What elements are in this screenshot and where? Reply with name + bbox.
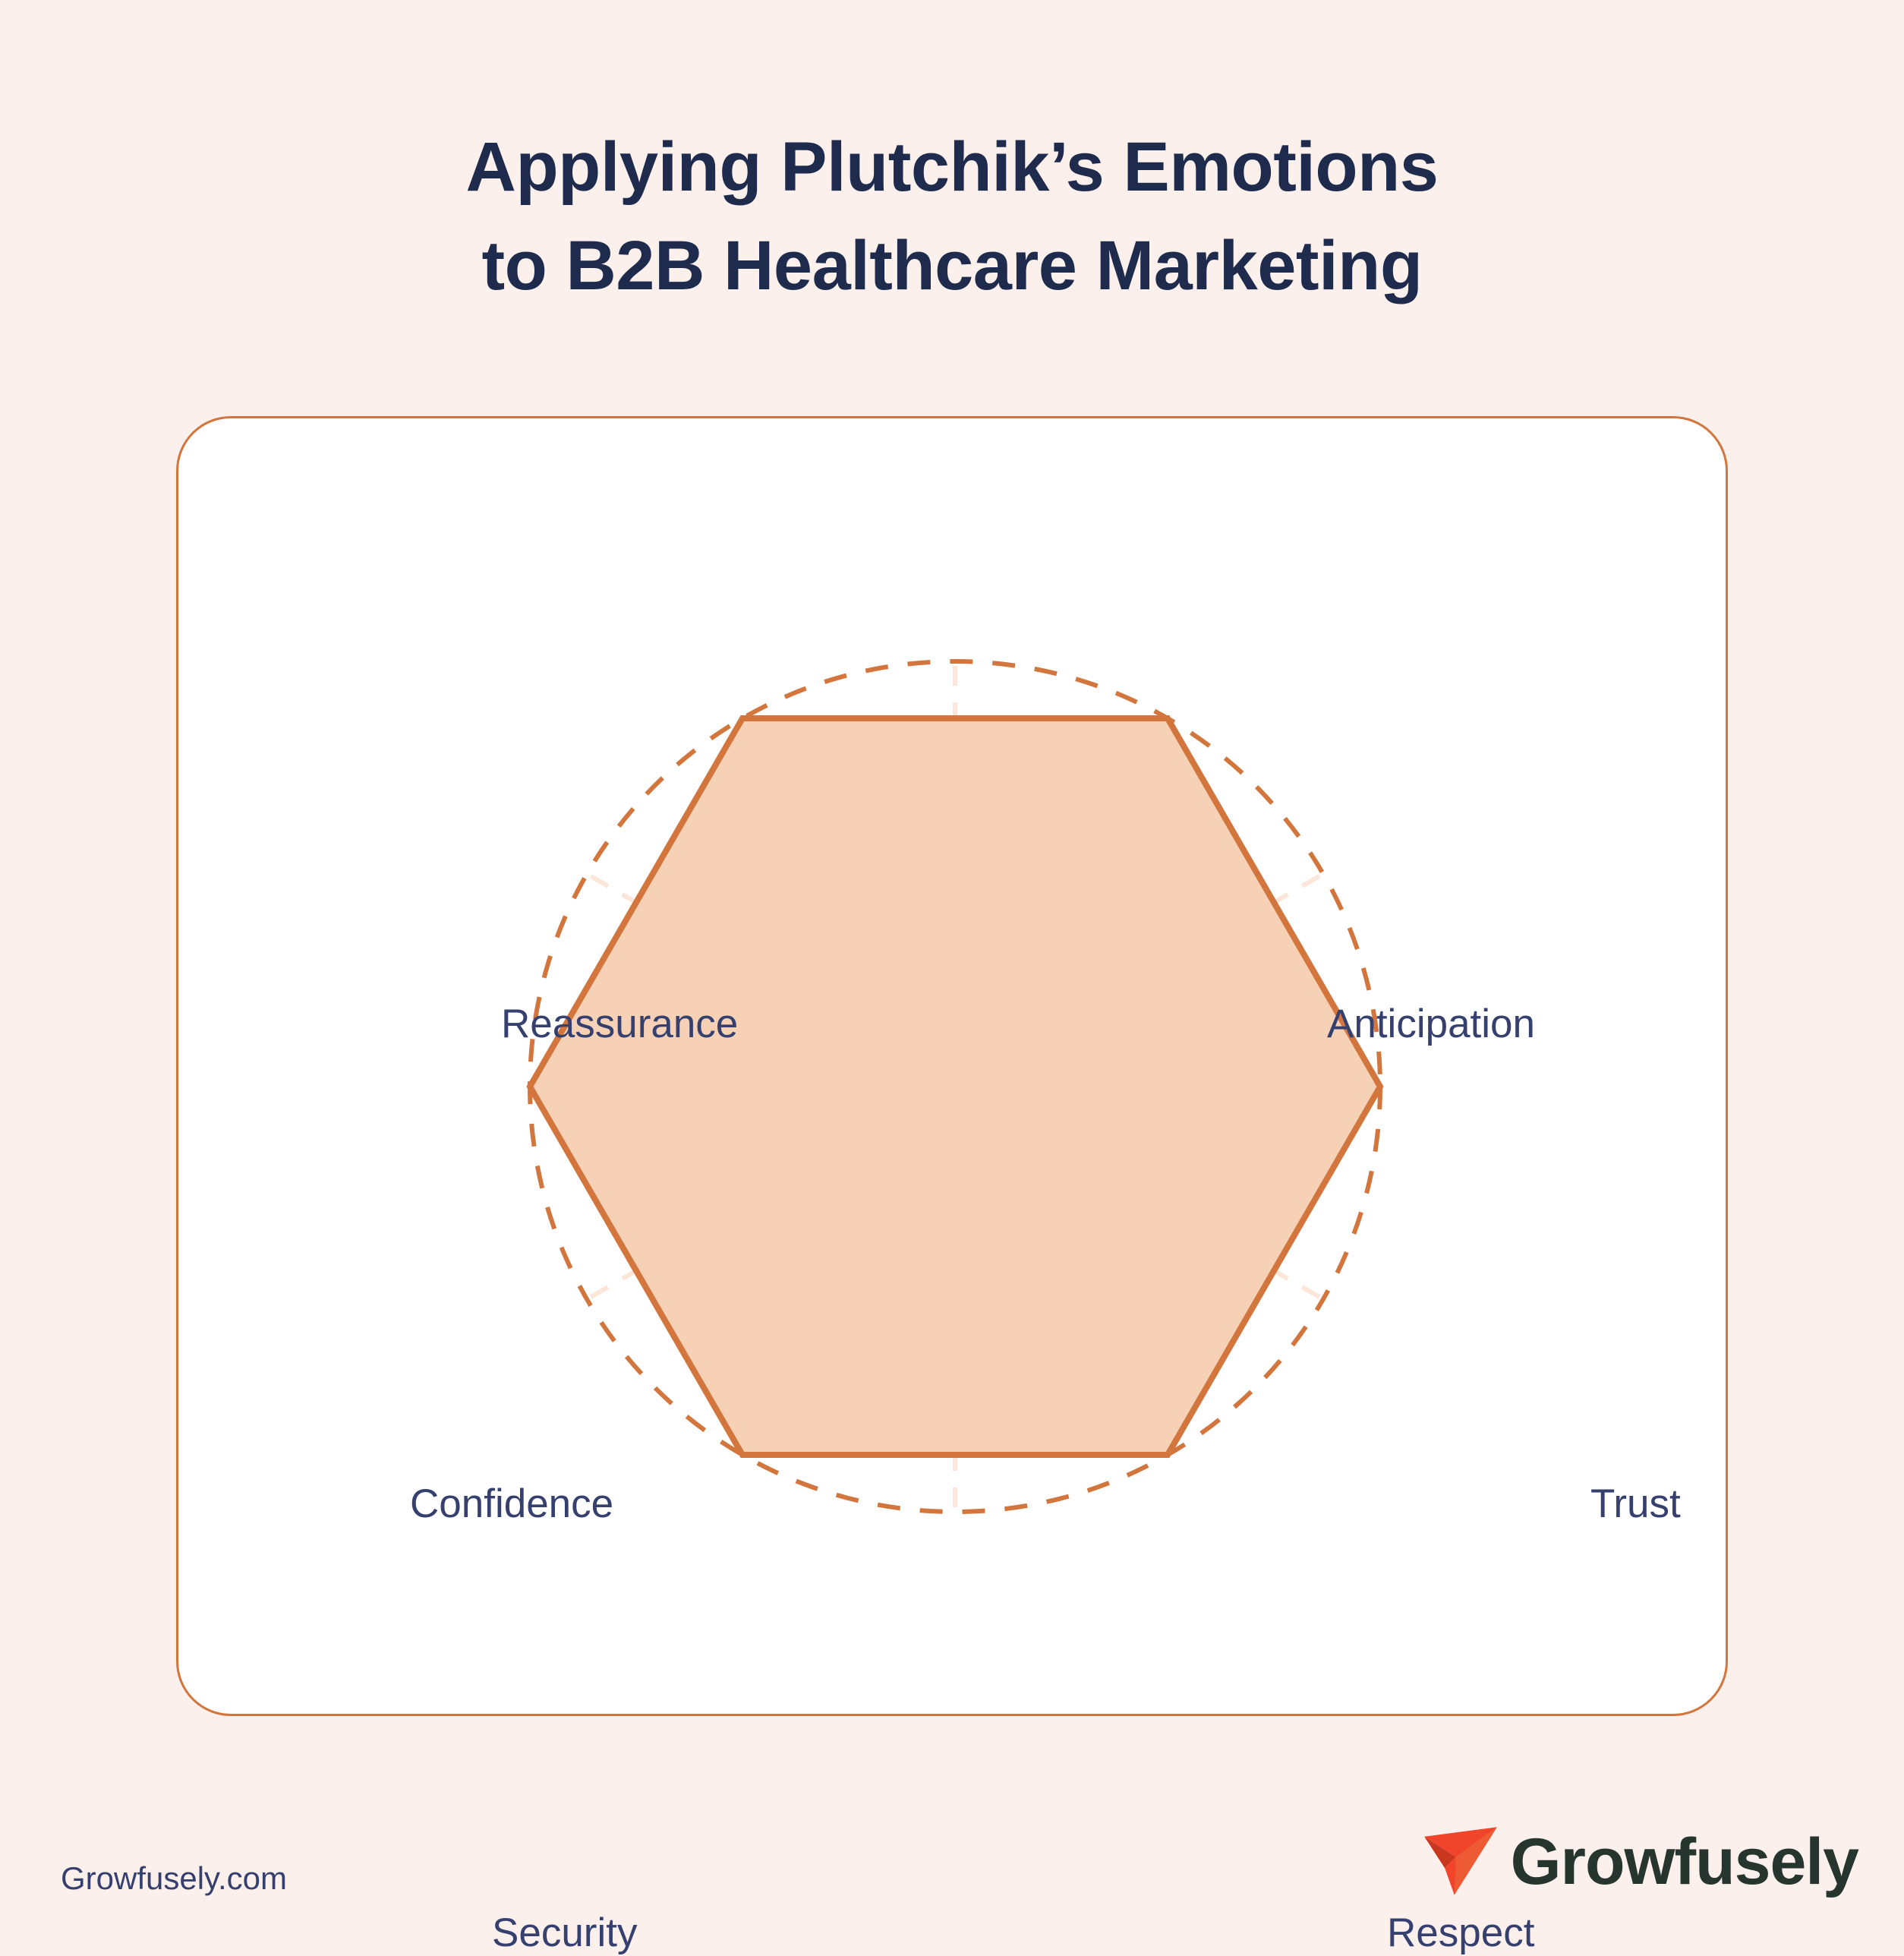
paper-plane-icon: [1423, 1827, 1497, 1895]
page-title: Applying Plutchik’s Emotions to B2B Heal…: [0, 118, 1904, 315]
radar-data-polygon: [526, 715, 1384, 1458]
radar-chart-svg: [526, 659, 1384, 1514]
title-line-1: Applying Plutchik’s Emotions: [465, 128, 1439, 206]
axis-label-trust: Trust: [1590, 1481, 1681, 1526]
axis-label-security: Security: [492, 1910, 638, 1955]
brand-wordmark: Growfusely: [1510, 1825, 1859, 1898]
footer-website-url: Growfusely.com: [61, 1860, 287, 1896]
title-line-2: to B2B Healthcare Marketing: [481, 227, 1423, 304]
axis-label-respect: Respect: [1387, 1910, 1535, 1955]
axis-label-anticipation: Anticipation: [1327, 1002, 1536, 1046]
brand-lockup: Growfusely: [1421, 1822, 1859, 1901]
axis-label-confidence: Confidence: [410, 1481, 614, 1526]
axis-label-reassurance: Reassurance: [501, 1002, 739, 1046]
chart-card: Reassurance Anticipation Confidence Trus…: [176, 416, 1730, 1955]
radar-chart: Reassurance Anticipation Confidence Trus…: [178, 418, 1730, 1955]
